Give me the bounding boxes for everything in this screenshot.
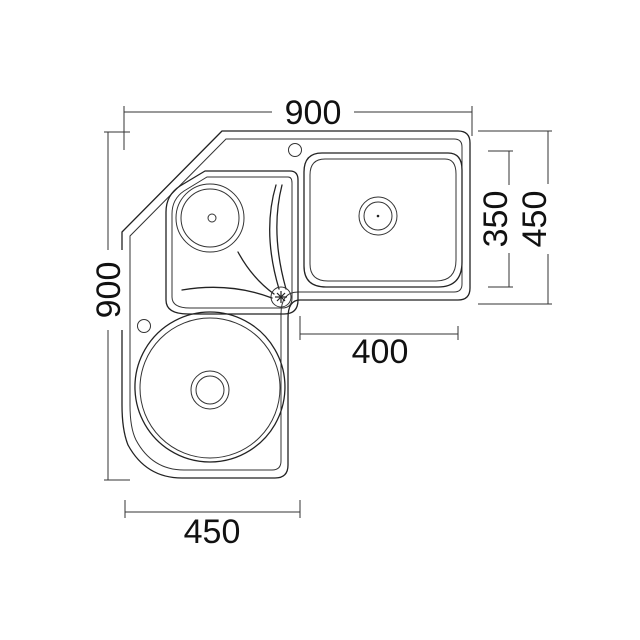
- drainer-groove-4: [181, 286, 273, 299]
- round-bowl: [134, 311, 286, 463]
- dim-label-inner-depth: 350: [477, 191, 515, 248]
- dimension-bowl-400: 400: [299, 316, 459, 371]
- sink-outer-outline: [121, 130, 471, 479]
- round-bowl-drain-outer: [190, 370, 230, 410]
- dimension-top-900: 900: [123, 92, 473, 150]
- small-bowl-drain: [207, 213, 217, 223]
- tap-hole-left: [137, 319, 151, 333]
- small-bowl-outer: [175, 183, 245, 253]
- small-bowl-inner: [180, 188, 240, 248]
- right-bowl-inner: [309, 158, 457, 282]
- dimension-left-900: 900: [88, 131, 130, 481]
- right-bowl-drain-outer: [358, 196, 398, 236]
- drainer-outlet-star-icon: [275, 291, 287, 303]
- sink-rim-outline: [129, 138, 463, 471]
- drainer-outlet: [270, 286, 292, 308]
- dim-label-left-height: 900: [90, 262, 128, 319]
- drainer-groove-3: [237, 251, 275, 295]
- round-bowl-drain-inner: [195, 375, 225, 405]
- dim-label-bottom-width: 450: [184, 513, 241, 551]
- right-bowl: [303, 152, 463, 288]
- dimension-bottom-450: 450: [124, 500, 301, 551]
- drainer-area-inner: [171, 176, 293, 309]
- right-bowl-drain-inner: [363, 201, 393, 231]
- dim-label-outer-depth: 450: [516, 191, 554, 248]
- dim-label-top-width: 900: [285, 94, 342, 132]
- drainer-groove-1: [269, 184, 280, 290]
- round-bowl-inner: [139, 317, 281, 459]
- tap-hole-top: [288, 143, 302, 157]
- dim-label-bowl-width: 400: [352, 333, 409, 371]
- drainer-groove-2: [276, 184, 287, 290]
- drainer-area: [165, 170, 299, 315]
- dimension-right-350: 350: [477, 150, 515, 288]
- right-bowl-drain-center: [376, 214, 380, 218]
- dimension-right-450: 450: [478, 130, 554, 305]
